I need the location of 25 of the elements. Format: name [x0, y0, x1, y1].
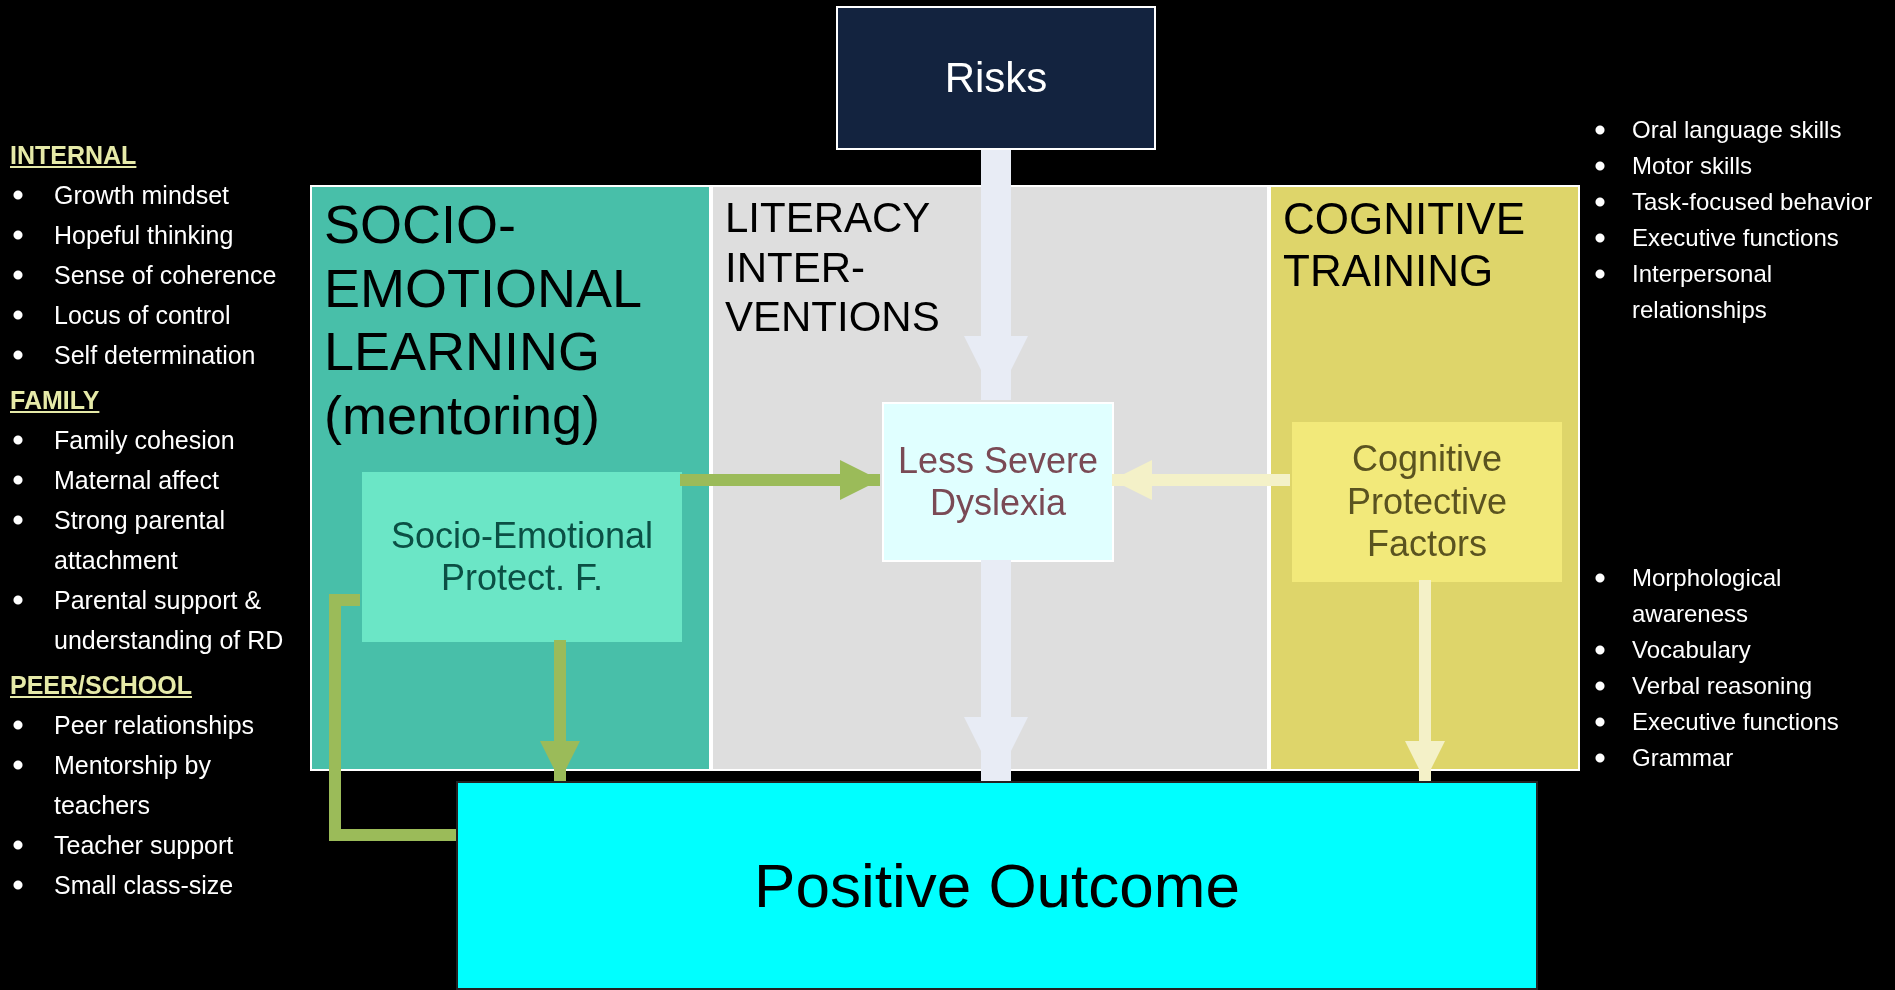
panel-heading: SOCIO-EMOTIONAL LEARNING (mentoring): [324, 193, 642, 448]
overlay-panel: [711, 185, 1269, 771]
arrow: [540, 640, 580, 781]
list-heading: PEER/SCHOOL: [10, 670, 193, 701]
arrow: [964, 560, 1028, 781]
node-label: Positive Outcome: [754, 849, 1240, 922]
overlay-panel: [1269, 185, 1580, 771]
arrow: [1112, 460, 1290, 500]
arrow: [964, 150, 1028, 400]
node-label: Less Severe Dyslexia: [896, 439, 1100, 525]
node-label: Socio-Emotional Protect. F.: [389, 514, 655, 600]
node-label: Cognitive Protective Factors: [1345, 438, 1509, 566]
panel-heading: LITERACY INTER-VENTIONS: [725, 193, 941, 342]
process-box: [836, 6, 1156, 150]
arrow: [680, 460, 880, 500]
overlay-panel: [310, 185, 711, 771]
arrow: [1405, 580, 1445, 781]
panel-heading: COGNITIVE TRAINING: [1283, 193, 1527, 297]
list-heading: FAMILY: [10, 385, 101, 416]
node-label: Risks: [944, 53, 1048, 103]
list-heading: INTERNAL: [10, 140, 138, 171]
process-box: [882, 402, 1114, 562]
outcome-box: [456, 781, 1538, 990]
process-box: [1292, 422, 1562, 582]
process-box: [362, 472, 682, 642]
